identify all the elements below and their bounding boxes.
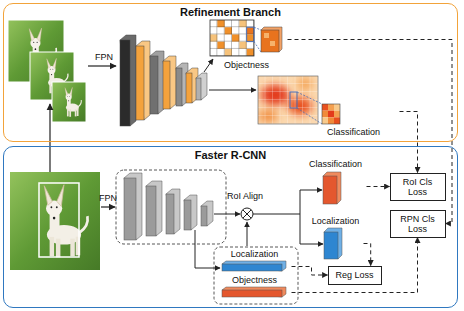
panel-frame: Refinement BranchObjectnessClassificatio… [3,3,458,142]
figure-label: FPN [95,52,113,63]
feature-map: Localization [218,249,292,275]
loss-box: Reg Loss [328,266,382,285]
head-arrow [209,90,256,91]
backbone-outline [116,170,226,244]
rpn-bars [222,261,286,297]
panel-title: Faster R-CNN [4,149,457,162]
head-arrow [300,244,323,245]
feature-label: Localization [231,249,279,260]
loss-box: RPN Cls Loss [390,210,446,238]
figure-label: RoI Align [227,191,263,202]
figure-label: FPN [99,193,117,204]
feature-map: Localization [308,216,364,262]
rpn-outline [214,247,298,304]
loss-connector [367,186,390,187]
loss-connector [288,40,453,224]
loss-connector [292,238,418,293]
feature-label: Classification [309,159,362,170]
panel-frame: Faster R-CNNClassificationLocalization Ro… [3,146,458,308]
rpn-arrow [195,230,220,268]
proposal-arrow [247,222,248,246]
loss-connector [400,112,418,173]
head-arrow [300,190,322,191]
feature-label: Objectness [232,275,277,286]
feature-label: Localization [312,216,360,227]
head-arrow [204,59,213,72]
fpn-layers [124,173,213,240]
loss-label: RPN Cls Loss [396,214,440,234]
loss-box: RoI Cls Loss [390,173,446,201]
loss-label: Reg Loss [335,270,373,280]
roi-arrow [214,214,240,215]
objectness-grid [210,20,282,56]
loss-label: RoI Cls Loss [396,177,440,197]
feature-map: Objectness [218,275,292,302]
classification-heatmap [258,76,340,124]
fpn-arrow [101,206,115,207]
feature-map: Classification [308,100,400,138]
panel-title: Refinement Branch [4,6,457,19]
image-pyramid [8,20,86,122]
feature-label: Classification [327,127,380,138]
feature-label: Objectness [224,60,269,71]
feature-map: Classification [305,159,367,207]
feature-map: Objectness [206,18,288,71]
fpn-arrow [88,65,116,66]
fpn-layers [120,35,207,126]
loss-connector [364,244,371,266]
roi-align-symbol [241,208,253,220]
loss-connector [292,267,328,276]
input-image [10,172,100,270]
scale-arrow [49,104,50,172]
